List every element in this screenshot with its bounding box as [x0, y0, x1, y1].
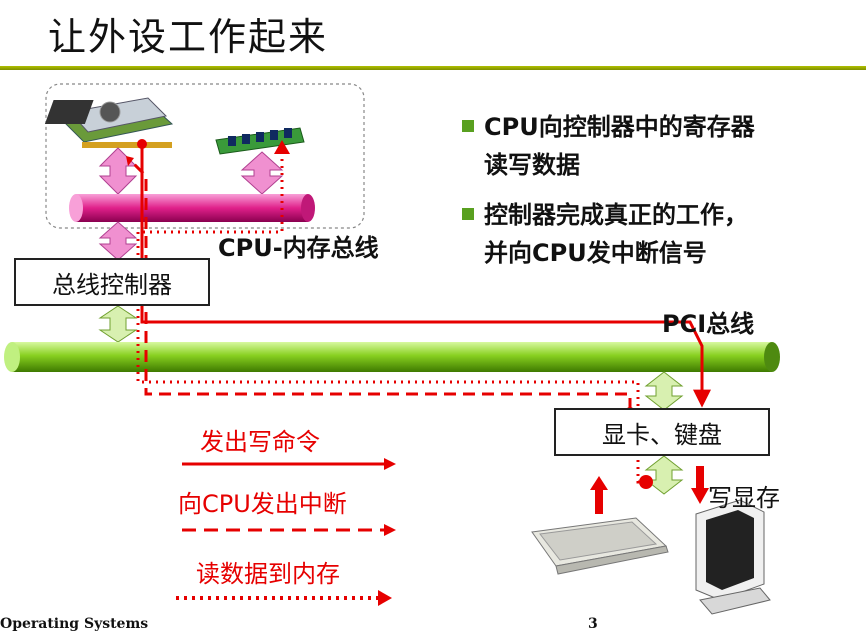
page-title: 让外设工作起来 — [48, 15, 329, 59]
legend-interrupt: 向CPU发出中断 — [178, 490, 347, 518]
bullet-square-icon — [462, 208, 474, 220]
cpu-bus-arrow — [98, 147, 138, 195]
footer-page-number: 3 — [588, 616, 598, 632]
bullet-2: 控制器完成真正的工作， 并向CPU发中断信号 — [462, 196, 748, 272]
legend-write-command: 发出写命令 — [200, 428, 320, 456]
footer-course: Operating Systems — [0, 616, 149, 632]
bullet-1-line2: 读写数据 — [484, 151, 580, 179]
write-vram-label: 写显存 — [708, 484, 780, 512]
cpu-memory-enclosure — [45, 83, 365, 229]
cpu-chip-icon — [44, 97, 174, 148]
bus-controller-arrow — [98, 221, 138, 261]
keyboard-icon — [531, 517, 669, 575]
memory-bus-label: CPU-内存总线 — [218, 234, 379, 262]
keyboard-up-arrow — [590, 476, 608, 514]
memory-bus-cylinder — [69, 194, 315, 222]
command-start-dot — [137, 139, 147, 149]
bullet-2-line1: 控制器完成真正的工作， — [484, 201, 748, 229]
device-keyboard-arrow — [644, 455, 684, 495]
monitor-icon — [695, 499, 771, 615]
interrupt-path — [128, 158, 632, 410]
bullet-square-icon — [462, 120, 474, 132]
pci-bus-cylinder — [4, 342, 780, 372]
bullet-1: CPU向控制器中的寄存器 读写数据 — [462, 108, 755, 184]
device-box: 显卡、键盘 — [554, 408, 770, 456]
write-vram-arrow — [691, 466, 709, 504]
bullet-2-line2: 并向CPU发中断信号 — [484, 239, 707, 267]
bullet-1-line1: CPU向控制器中的寄存器 — [484, 113, 755, 141]
legend-read-data: 读数据到内存 — [196, 560, 340, 588]
read-data-path — [136, 148, 646, 484]
memory-bus-arrow — [240, 151, 284, 195]
bus-controller-box: 总线控制器 — [14, 258, 210, 306]
data-start-dot — [639, 475, 653, 489]
controller-pci-arrow — [98, 305, 138, 343]
pci-bus-label: PCI总线 — [662, 310, 755, 338]
memory-module-icon — [215, 127, 305, 155]
title-divider — [0, 66, 866, 70]
pci-device-arrow — [644, 371, 684, 411]
